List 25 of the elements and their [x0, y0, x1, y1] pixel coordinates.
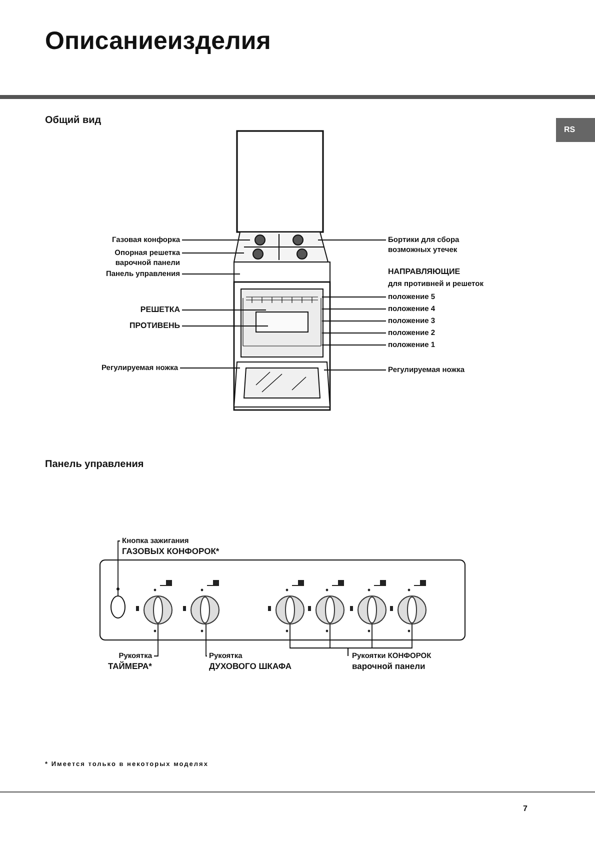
leader-line	[322, 296, 386, 298]
part-label: ПРОТИВЕНЬ	[110, 321, 180, 331]
guide-heading: НАПРАВЛЯЮЩИЕ	[388, 267, 460, 277]
leader-line	[322, 320, 386, 322]
leader-line	[322, 308, 386, 310]
leader-line	[206, 624, 208, 656]
page-title: Описаниеизделия	[45, 26, 271, 56]
leader-line	[322, 344, 386, 346]
control-knob	[357, 595, 387, 625]
section-heading: Общий вид	[45, 116, 102, 126]
ignition-button	[110, 595, 126, 619]
control-knob	[397, 595, 427, 625]
language-tab: RS	[556, 118, 595, 142]
leader-line	[182, 252, 244, 254]
section-heading: Панель управления	[45, 460, 144, 470]
leader-line	[118, 540, 120, 596]
control-knob	[275, 595, 305, 625]
control-knob	[190, 595, 220, 625]
leader-line	[322, 332, 386, 334]
leader-line	[348, 624, 412, 656]
control-knob	[315, 595, 345, 625]
leader-line	[154, 624, 158, 656]
page-number: 7	[523, 804, 528, 814]
control-knob	[143, 595, 173, 625]
part-label: РЕШЕТКА	[110, 305, 180, 315]
